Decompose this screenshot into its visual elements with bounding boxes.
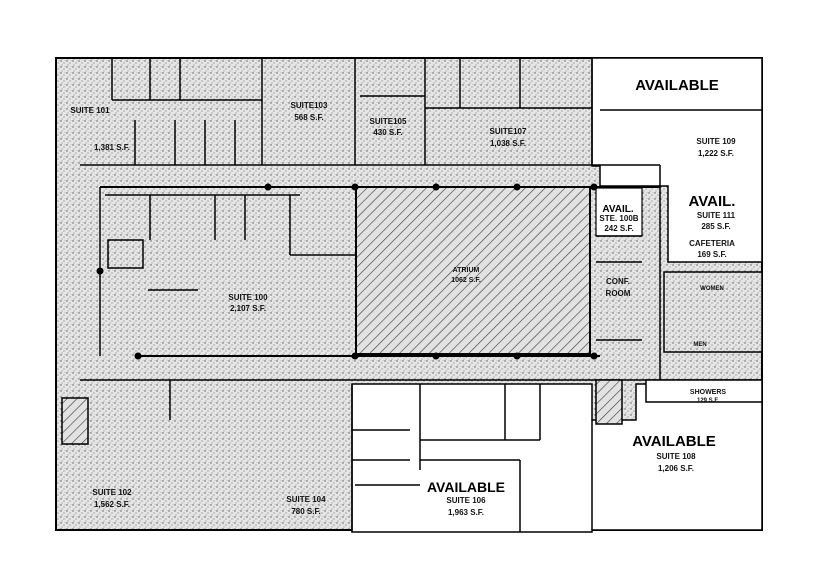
showers-area: 129 S.F. <box>697 398 719 404</box>
women-label: WOMEN <box>700 286 724 292</box>
suite-105-name: SUITE105 <box>370 117 407 126</box>
avail-label-s111: AVAIL. <box>689 193 736 210</box>
suite-111-name: SUITE 111 <box>697 211 736 220</box>
suite-103-name: SUITE103 <box>291 101 328 110</box>
men-label: MEN <box>693 342 706 348</box>
suite-111-area: 285 S.F. <box>701 222 730 231</box>
atrium-region <box>355 186 591 355</box>
suite-108-name: SUITE 108 <box>656 452 696 461</box>
showers-name: SHOWERS <box>690 389 727 396</box>
suite-101-name: SUITE 101 <box>70 106 110 115</box>
top-suite-walls <box>111 58 762 165</box>
suite-102-name: SUITE 102 <box>92 488 132 497</box>
cafeteria-name: CAFETERIA <box>689 239 735 248</box>
suite-100b-area: 242 S.F. <box>604 224 633 233</box>
available-label-s106: AVAILABLE <box>427 479 505 495</box>
right-side-walls <box>596 165 763 403</box>
suite-109-area: 1,222 S.F. <box>698 149 734 158</box>
suite-104-name: SUITE 104 <box>286 495 326 504</box>
suite-107-name: SUITE107 <box>490 127 527 136</box>
suite-100-name: SUITE 100 <box>228 293 268 302</box>
available-label-s108: AVAILABLE <box>632 433 716 450</box>
suite-106-area: 1,963 S.F. <box>448 508 484 517</box>
suite-102-area: 1,562 S.F. <box>94 500 130 509</box>
available-region-bottom <box>351 383 763 533</box>
suite-107-area: 1,038 S.F. <box>490 139 526 148</box>
conf-room-line2: ROOM <box>606 289 631 298</box>
suite-104-area: 780 S.F. <box>291 507 320 516</box>
atrium-name: ATRIUM <box>453 267 480 274</box>
suite-101-area: 1,381 S.F. <box>94 143 130 152</box>
available-label-top-right: AVAILABLE <box>635 77 719 94</box>
suite-100b-name: STE. 100B <box>599 214 638 223</box>
conf-room-line1: CONF. <box>606 277 630 286</box>
suite-100-area: 2,107 S.F. <box>230 304 266 313</box>
columns <box>96 183 598 360</box>
suite-105-area: 430 S.F. <box>373 128 402 137</box>
suite-109-name: SUITE 109 <box>696 137 736 146</box>
suite-100-walls <box>105 194 355 291</box>
suite-103-area: 568 S.F. <box>294 113 323 122</box>
cafeteria-area: 169 S.F. <box>697 250 726 259</box>
available-region-top-right <box>591 57 763 263</box>
suite-106-name: SUITE 106 <box>446 496 486 505</box>
suite-108-area: 1,206 S.F. <box>658 464 694 473</box>
avail-label-s100b: AVAIL. <box>602 204 634 215</box>
available-region-s100b <box>595 187 643 237</box>
bottom-walls <box>61 379 623 532</box>
atrium-area: 1062 S.F. <box>451 277 481 284</box>
